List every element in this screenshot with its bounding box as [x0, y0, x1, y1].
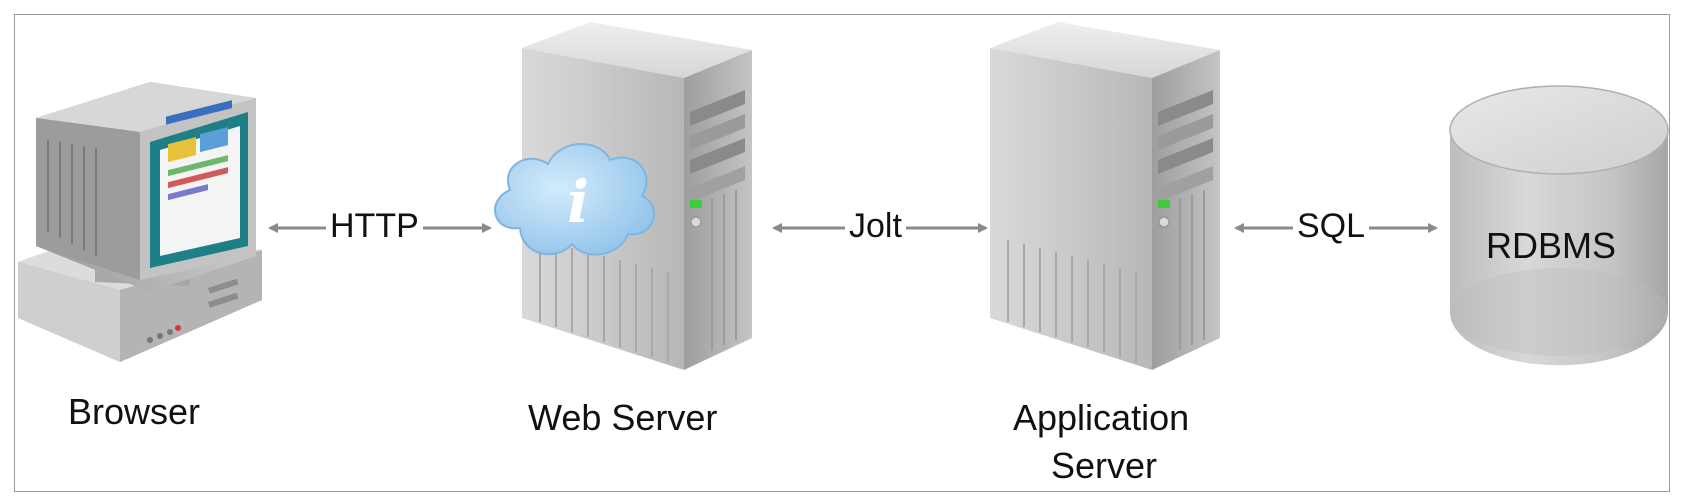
- application-server-label-line1: Application: [1013, 397, 1190, 438]
- rdbms-label: RDBMS: [1486, 225, 1617, 266]
- application-server-tower-icon: [990, 22, 1220, 370]
- web-server-label: Web Server: [528, 397, 718, 438]
- info-cloud-icon: i: [494, 143, 656, 256]
- database-cylinder-icon: [1449, 85, 1669, 366]
- computer-icon: [18, 82, 262, 362]
- application-server-label-line2: Server: [1051, 445, 1158, 486]
- diagram-frame: [14, 14, 1670, 492]
- sql-label: SQL: [1293, 206, 1370, 246]
- power-led-icon: [1158, 200, 1170, 208]
- power-led-icon: [690, 200, 702, 208]
- browser-label: Browser: [68, 391, 201, 432]
- svg-text:i: i: [567, 168, 589, 236]
- jolt-label: Jolt: [845, 206, 906, 246]
- http-label: HTTP: [326, 206, 423, 246]
